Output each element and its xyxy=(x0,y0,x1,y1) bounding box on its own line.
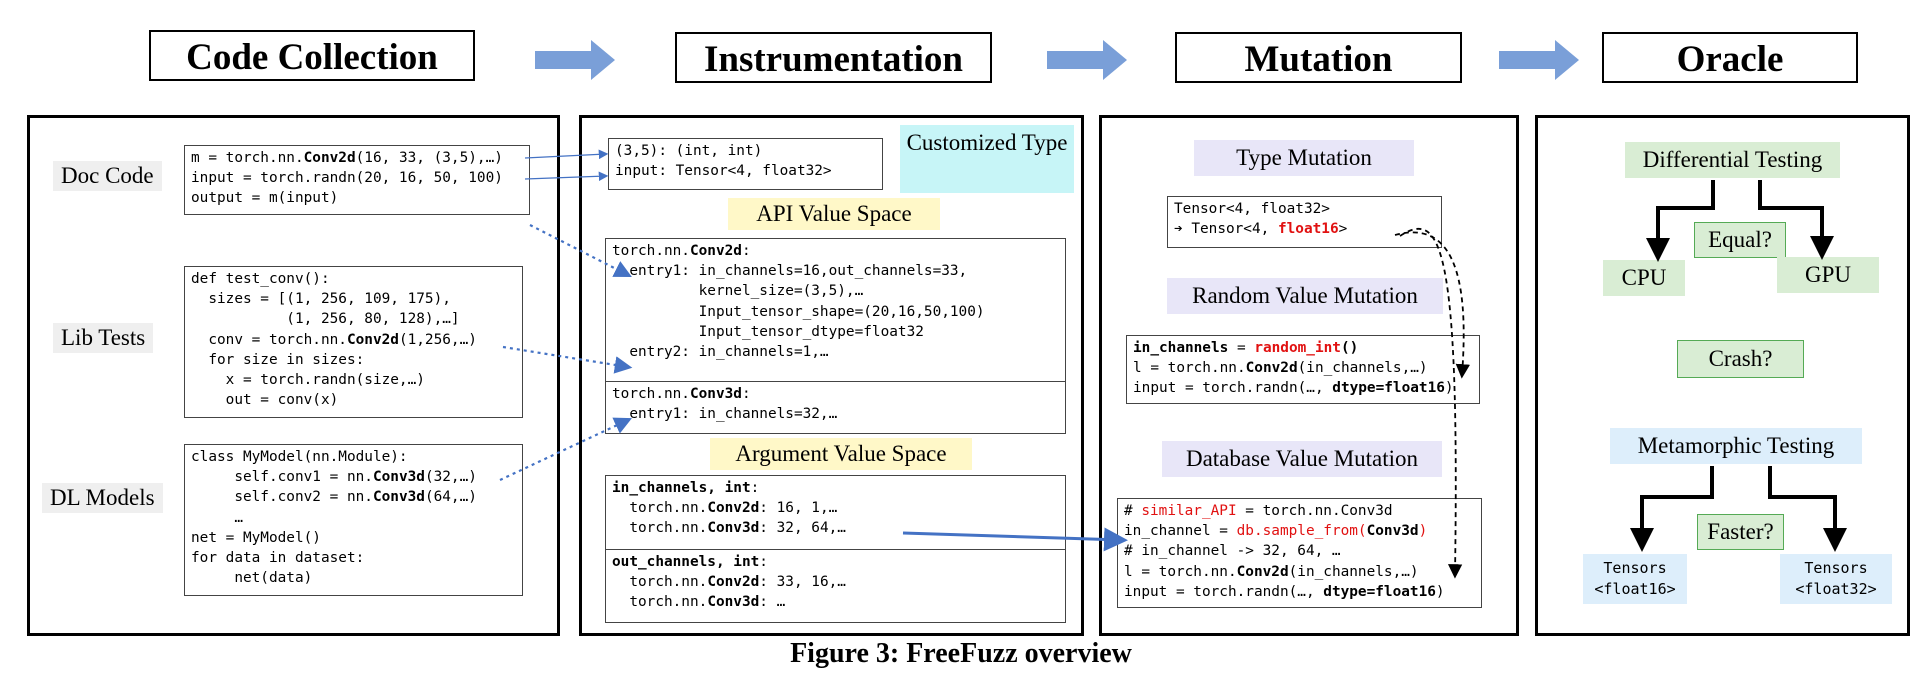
code-line: (1, 256, 80, 128),…] xyxy=(191,311,460,328)
code-line: net = MyModel() xyxy=(191,529,321,546)
stage-code-collection: Code Collection xyxy=(149,30,475,81)
random-mutation-code: in_channels = random_int()l = torch.nn.C… xyxy=(1126,335,1480,404)
figure-caption: Figure 3: FreeFuzz overview xyxy=(790,638,1132,669)
code-line: torch.nn.Conv3d: … xyxy=(612,594,786,611)
code-line: conv = torch.nn.Conv2d(1,256,…) xyxy=(191,331,477,348)
code-line: torch.nn.Conv2d: 16, 1,… xyxy=(612,500,838,517)
code-line: l = torch.nn.Conv2d(in_channels,…) xyxy=(1124,563,1419,580)
type-inference-box: (3,5): (int, int) input: Tensor<4, float3… xyxy=(608,138,883,190)
api-value-space-label: API Value Space xyxy=(728,198,940,230)
code-line: l = torch.nn.Conv2d(in_channels,…) xyxy=(1133,360,1428,377)
code-line: self.conv1 = nn.Conv3d(32,…) xyxy=(191,469,477,486)
code-line: … xyxy=(191,509,243,526)
code-line: for size in sizes: xyxy=(191,351,365,368)
doc-type-connector xyxy=(524,149,609,160)
code-line: in_channel = db.sample_from(Conv3d) xyxy=(1124,523,1428,540)
database-mutation-code: # similar_API = torch.nn.Conv3d in_channe… xyxy=(1117,498,1482,608)
stage-arrow-icon xyxy=(1499,40,1579,80)
code-line: m = torch.nn.Conv2d(16, 33, (3,5),…) xyxy=(191,150,503,166)
code-line: out_channels, int: xyxy=(612,554,768,570)
code-line: Tensor<4, float32> xyxy=(1174,201,1330,217)
cpu-label: CPU xyxy=(1603,260,1685,296)
code-line: output = m(input) xyxy=(191,190,339,207)
faster-label: Faster? xyxy=(1697,514,1784,550)
diff-gpu-branch xyxy=(1758,180,1834,260)
type-random-connector xyxy=(1394,231,1470,379)
code-line: torch.nn.Conv3d: xyxy=(612,386,751,402)
arg-in-channels: in_channels, int: torch.nn.Conv2d: 16, 1… xyxy=(605,475,1066,550)
equal-label: Equal? xyxy=(1694,222,1786,258)
code-line: in_channels = random_int() xyxy=(1133,340,1359,356)
doc-input-connector xyxy=(524,171,609,182)
doc-entry-connector xyxy=(529,224,632,277)
api-conv2d-entries: torch.nn.Conv2d: entry1: in_channels=16,… xyxy=(605,238,1066,382)
dl-models-label: DL Models xyxy=(42,483,163,513)
lib-tests-label: Lib Tests xyxy=(53,323,154,353)
gpu-label: GPU xyxy=(1777,257,1879,293)
tensors-float32-label: Tensors <float32> xyxy=(1780,554,1892,604)
code-line: out = conv(x) xyxy=(191,392,339,409)
diff-cpu-branch xyxy=(1646,180,1715,262)
argument-database-connector xyxy=(902,527,1128,552)
code-line: entry2: in_channels=1,… xyxy=(612,344,829,361)
meta-left-branch xyxy=(1630,466,1714,552)
code-line: (3,5): (int, int) xyxy=(615,143,763,159)
doc-code-label: Doc Code xyxy=(53,161,162,191)
stage-arrow-icon xyxy=(1047,40,1127,80)
code-line: Input_tensor_shape=(20,16,50,100) xyxy=(612,303,985,320)
lib-entry-connector xyxy=(502,345,633,374)
code-line: torch.nn.Conv2d: xyxy=(612,243,751,259)
code-line: entry1: in_channels=32,… xyxy=(612,406,838,423)
api-conv3d-entries: torch.nn.Conv3d: entry1: in_channels=32,… xyxy=(605,382,1066,434)
doc-code-snippet: m = torch.nn.Conv2d(16, 33, (3,5),…) inpu… xyxy=(184,145,530,215)
code-line: entry1: in_channels=16,out_channels=33, xyxy=(612,263,968,280)
code-line: input = torch.randn(20, 16, 50, 100) xyxy=(191,170,503,187)
metamorphic-testing-label: Metamorphic Testing xyxy=(1610,428,1862,464)
code-line: class MyModel(nn.Module): xyxy=(191,449,408,465)
customized-type-label: Customized Type xyxy=(900,125,1074,193)
code-line: self.conv2 = nn.Conv3d(64,…) xyxy=(191,489,477,506)
crash-label: Crash? xyxy=(1677,340,1804,378)
random-value-mutation-label: Random Value Mutation xyxy=(1167,278,1443,314)
code-line: def test_conv(): xyxy=(191,271,330,287)
code-line: input = torch.randn(…, dtype=float16) xyxy=(1124,583,1445,600)
stage-mutation: Mutation xyxy=(1175,32,1462,83)
lib-tests-snippet: def test_conv(): sizes = [(1, 256, 109, … xyxy=(184,266,523,418)
type-mutation-code: Tensor<4, float32> ➔ Tensor<4, float16> xyxy=(1167,196,1442,248)
dl-entry-connector xyxy=(499,417,632,481)
stage-oracle: Oracle xyxy=(1602,32,1858,83)
code-line: torch.nn.Conv2d: 33, 16,… xyxy=(612,574,846,591)
code-line: sizes = [(1, 256, 109, 175), xyxy=(191,291,451,308)
code-line: Input_tensor_dtype=float32 xyxy=(612,323,924,340)
type-mutation-label: Type Mutation xyxy=(1194,140,1414,176)
dl-models-snippet: class MyModel(nn.Module): self.conv1 = n… xyxy=(184,444,523,596)
argument-value-space-label: Argument Value Space xyxy=(710,438,972,470)
tensors-float16-label: Tensors <float16> xyxy=(1583,554,1687,604)
type-database-connector xyxy=(1399,228,1463,579)
code-line: # similar_API = torch.nn.Conv3d xyxy=(1124,503,1393,519)
code-line: net(data) xyxy=(191,570,313,587)
code-line: for data in dataset: xyxy=(191,550,365,567)
code-line: in_channels, int: xyxy=(612,480,760,496)
arg-out-channels: out_channels, int: torch.nn.Conv2d: 33, … xyxy=(605,550,1066,623)
code-line: input: Tensor<4, float32> xyxy=(615,163,832,180)
meta-right-branch xyxy=(1768,466,1847,552)
stage-arrow-icon xyxy=(535,40,615,80)
differential-testing-label: Differential Testing xyxy=(1625,142,1840,178)
code-line: input = torch.randn(…, dtype=float16) xyxy=(1133,380,1454,397)
code-line: kernel_size=(3,5),… xyxy=(612,283,864,300)
database-value-mutation-label: Database Value Mutation xyxy=(1162,441,1442,477)
code-line: x = torch.randn(size,…) xyxy=(191,372,425,389)
code-line: ➔ Tensor<4, float16> xyxy=(1174,221,1348,238)
code-line: torch.nn.Conv3d: 32, 64,… xyxy=(612,520,846,537)
stage-instrumentation: Instrumentation xyxy=(675,32,992,83)
code-line: # in_channel -> 32, 64, … xyxy=(1124,543,1341,560)
